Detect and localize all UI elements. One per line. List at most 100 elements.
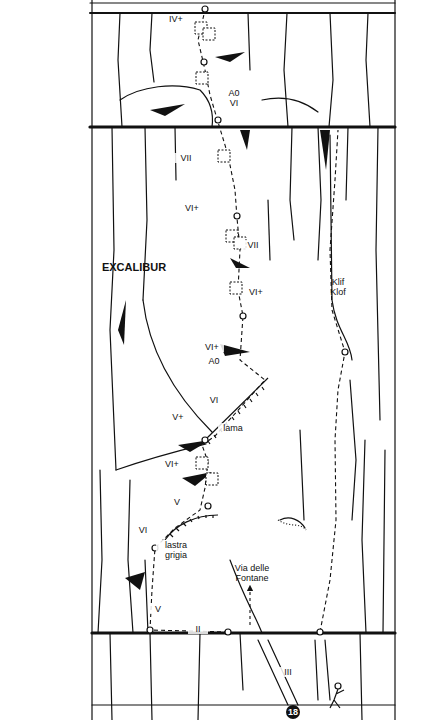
rock-outline-part	[150, 13, 154, 82]
route-line-part	[320, 130, 345, 632]
pitch-symbols-part	[206, 473, 218, 485]
roof-wedges-part	[320, 130, 330, 170]
belay-stations-part	[202, 437, 208, 443]
rock-outline-part	[90, 2, 395, 3]
grade-label: VI+	[180, 203, 204, 213]
rock-outline-part	[262, 98, 318, 112]
roof-wedges-part	[118, 300, 126, 345]
rock-outline-part	[150, 633, 152, 720]
hatched-edges	[165, 378, 306, 540]
rock-outline-part	[362, 440, 366, 633]
grade-label: VI+	[244, 287, 268, 297]
rock-outline-part	[240, 633, 243, 690]
roof-wedges	[118, 52, 330, 590]
grade-label: III	[276, 667, 300, 677]
rock-outline-part	[143, 300, 212, 432]
rock-outline-part	[330, 135, 352, 360]
rock-outline-part	[394, 0, 395, 720]
rock-outline-part	[91, 0, 92, 720]
grade-label: VI+	[200, 342, 224, 352]
rock-outline-part	[110, 127, 116, 470]
rock-outline-part	[329, 13, 333, 127]
rock-outline-part	[98, 470, 102, 633]
grade-label: V	[167, 497, 187, 507]
route-name: Klif Klof	[325, 277, 351, 297]
rock-outline-part	[350, 380, 356, 520]
pitch-symbols-part	[196, 457, 208, 469]
grade-label: VI	[224, 98, 244, 108]
belay-stations-part	[240, 313, 246, 319]
belay-stations-part	[215, 117, 221, 123]
sector-number: 18	[283, 707, 303, 717]
rock-outline-part	[315, 640, 318, 700]
rock-outline-part	[110, 633, 112, 720]
route-line-part	[150, 10, 265, 632]
pitch-symbols-part	[196, 72, 208, 84]
belay-stations-part	[205, 503, 211, 509]
route-line	[150, 10, 345, 632]
approach-arrow-part	[249, 588, 250, 625]
rock-outline-part	[145, 560, 148, 633]
feature-label: lastra grigia	[156, 540, 196, 560]
rock-outline-part	[128, 480, 133, 633]
route-name: Via delle Fontane	[226, 563, 278, 583]
rock-outline-part	[346, 127, 348, 200]
rock-outline-part	[90, 125, 395, 128]
roof-wedges-part	[215, 52, 245, 62]
rock-outline-part	[366, 13, 370, 127]
roof-wedges-part	[125, 572, 145, 590]
rock-outline-part	[268, 200, 270, 260]
aid-grade-label: A0	[224, 88, 244, 98]
rock-outline-part	[318, 127, 321, 260]
rock-outline-part	[118, 13, 122, 127]
grade-label: VI	[204, 395, 224, 405]
climber-figure-part	[330, 689, 344, 708]
belay-stations-part	[202, 6, 208, 12]
belay-stations-part	[234, 213, 240, 219]
rock-outline-part	[90, 12, 395, 14]
rock-outline-part	[383, 450, 385, 633]
rock-outline-part	[376, 127, 380, 420]
rock-outline-part	[300, 430, 304, 520]
belay-stations-part	[225, 629, 231, 635]
belay-stations-part	[342, 349, 348, 355]
roof-wedges-part	[150, 104, 185, 116]
aid-grade-label: A0	[204, 356, 224, 366]
rock-outline	[90, 0, 395, 720]
belay-stations	[147, 6, 348, 635]
grade-label: VI+	[160, 459, 184, 469]
belay-stations-part	[147, 627, 153, 633]
roof-wedges-part	[230, 258, 250, 268]
grade-label: IV+	[164, 14, 188, 24]
grade-label: V+	[166, 412, 190, 422]
approach-arrow	[249, 588, 250, 625]
climber-figure	[330, 683, 344, 708]
rock-outline-part	[198, 633, 200, 720]
rock-outline-part	[325, 640, 330, 700]
route-name: EXCALIBUR	[94, 262, 174, 272]
roof-wedges-part	[240, 130, 250, 150]
rock-outline-part	[120, 86, 213, 127]
hatched-edges-part	[278, 520, 306, 530]
rock-outline-part	[284, 13, 288, 127]
grade-label: V	[148, 604, 168, 614]
pitch-symbols	[195, 22, 246, 485]
grade-label: VII	[174, 153, 198, 163]
belay-stations-part	[317, 629, 323, 635]
roof-wedges-part	[220, 344, 250, 356]
hatched-edges-part	[170, 515, 213, 537]
rock-outline-part	[92, 704, 395, 705]
rock-outline-part	[360, 633, 362, 720]
pitch-symbols-part	[203, 28, 215, 40]
feature-label: lama	[218, 423, 248, 433]
rock-outline-part	[290, 127, 294, 240]
climber-figure-part	[335, 683, 341, 689]
grade-label: VII	[241, 240, 265, 250]
hatched-edges-part	[165, 515, 218, 540]
belay-stations-part	[201, 59, 207, 65]
pitch-symbols-part	[230, 282, 242, 294]
rock-outline-part	[92, 631, 395, 634]
rock-outline-part	[248, 13, 250, 70]
grade-label: VI	[133, 525, 153, 535]
